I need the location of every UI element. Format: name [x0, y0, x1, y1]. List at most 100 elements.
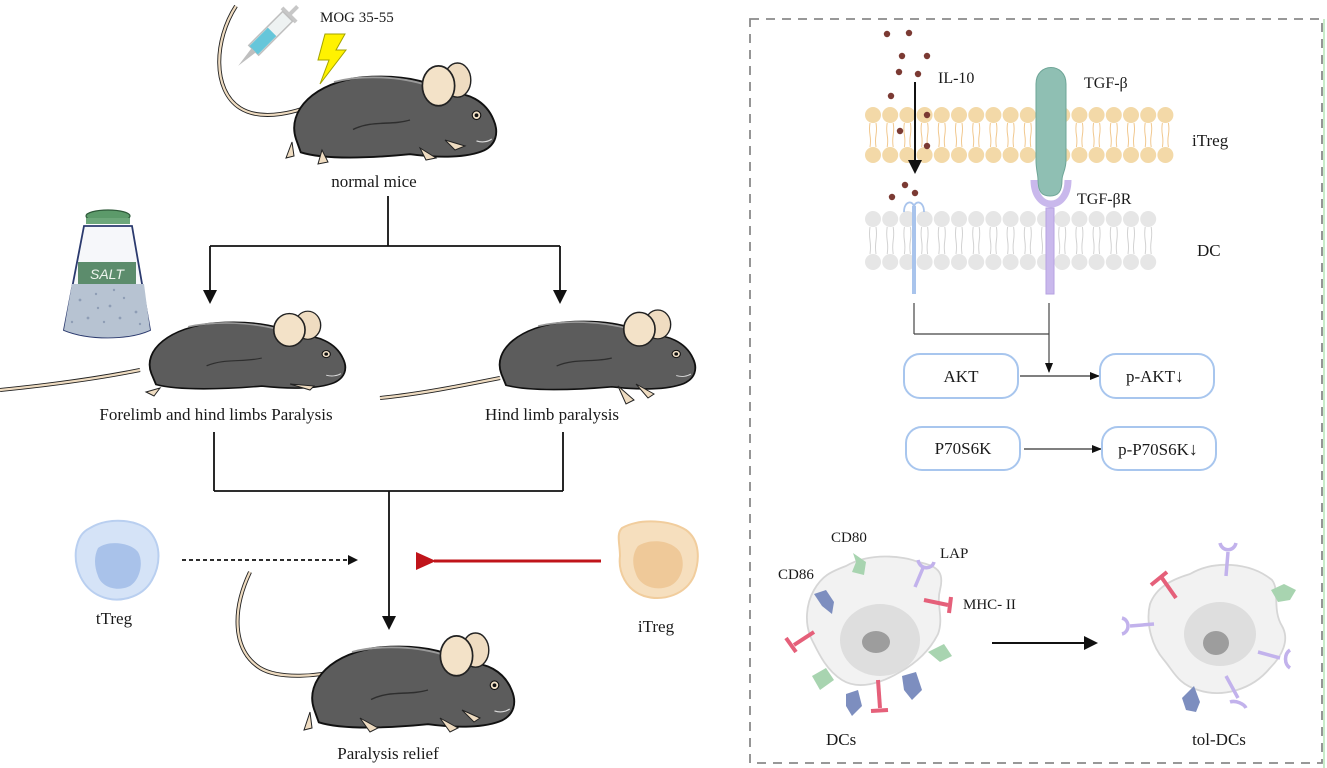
p70s6k-box: [905, 426, 1021, 471]
itreg-cell: [617, 520, 699, 599]
lipid-head: [968, 211, 985, 227]
lap-marker-icon: [1218, 542, 1238, 577]
hindlimb-paralysis-label: Hind limb paralysis: [485, 405, 619, 424]
lightning-icon: [317, 33, 348, 85]
itreg-membrane: [865, 107, 1174, 163]
lipid-head: [865, 107, 881, 123]
lipid-head: [1019, 211, 1036, 227]
lipid-head: [882, 211, 899, 227]
p-akt-box: [1099, 353, 1215, 399]
cd80-marker-icon: [812, 668, 834, 690]
lipid-head: [1071, 147, 1088, 163]
lap-marker-icon: [913, 559, 936, 588]
lipid-tail: [1023, 122, 1032, 148]
lipid-head: [951, 147, 967, 163]
p-p70s6k-box: [1101, 426, 1217, 471]
lipid-head: [1071, 254, 1088, 270]
lipid-head: [899, 211, 916, 227]
lipid-head: [882, 107, 899, 123]
p70s6k-label: P70S6K: [935, 439, 992, 458]
lipid-head: [1140, 147, 1157, 163]
lipid-head: [1105, 147, 1122, 163]
lipid-tail: [886, 226, 895, 255]
lipid-tail: [1092, 226, 1101, 255]
lipid-tail: [972, 226, 981, 255]
mhc2-label: MHC- II: [963, 597, 1016, 613]
lipid-head: [1002, 211, 1019, 227]
lipid-tail: [868, 226, 878, 255]
lipid-head: [865, 147, 881, 163]
lipid-tail: [1144, 122, 1153, 148]
lipid-head: [1002, 254, 1019, 270]
lipid-head: [985, 147, 1002, 163]
lipid-tail: [868, 122, 878, 148]
lipid-head: [1157, 107, 1174, 123]
cd80-marker-icon: [1271, 584, 1296, 602]
right-panel: IL-10 TGF-β iTreg TGF-βR DC AKT p-AKT↓ P…: [749, 18, 1325, 768]
cd80-marker-icon: [928, 644, 952, 662]
lipid-head: [1157, 147, 1174, 163]
pathway-p70s6k: P70S6K p-P70S6K↓: [905, 426, 1217, 471]
mouse-tail: [217, 4, 319, 117]
lipid-head: [968, 107, 985, 123]
lipid-head: [985, 211, 1002, 227]
lipid-head: [899, 107, 916, 123]
syringe-icon: [238, 5, 299, 66]
cd80-label: CD80: [831, 530, 867, 546]
lipid-tail: [1126, 226, 1136, 255]
lap-marker-icon: [1224, 675, 1248, 709]
lipid-head: [916, 254, 933, 270]
lipid-head: [1054, 254, 1071, 270]
lipid-head: [1105, 211, 1122, 227]
lipid-tail: [1006, 122, 1015, 148]
lipid-tail: [1126, 122, 1136, 148]
lipid-head: [1002, 147, 1019, 163]
cd86-marker-icon: [814, 590, 834, 614]
mhc2-marker-icon: [923, 596, 953, 614]
lipid-head: [951, 254, 967, 270]
ttreg-label: tTreg: [96, 609, 133, 628]
lipid-tail: [1023, 226, 1032, 255]
akt-label: AKT: [944, 367, 980, 386]
lipid-head: [968, 254, 985, 270]
itreg-label: iTreg: [638, 617, 675, 636]
il10-receptor: [903, 201, 925, 294]
itreg-membrane-label: iTreg: [1192, 131, 1229, 150]
cd86-marker-icon: [902, 672, 922, 700]
il10-molecules: [883, 29, 931, 201]
lipid-head: [1019, 254, 1036, 270]
tgfb-ligand: [1035, 67, 1067, 197]
dc-membrane-label: DC: [1197, 241, 1221, 260]
normal-mouse: [217, 4, 498, 165]
lipid-head: [1105, 107, 1122, 123]
p-p70s6k-label: p-P70S6K: [1118, 440, 1190, 459]
lipid-tail: [886, 122, 895, 148]
lipid-head: [1071, 211, 1088, 227]
lipid-tail: [954, 122, 964, 148]
cd86-marker-icon: [1182, 686, 1200, 712]
p-akt-down-arrow: ↓: [1175, 366, 1184, 386]
mhc2-marker-icon: [784, 630, 816, 654]
lipid-head: [951, 107, 967, 123]
lipid-tail: [1075, 122, 1084, 148]
dcs-label: DCs: [826, 730, 856, 749]
lipid-head: [916, 147, 933, 163]
lipid-head: [1088, 211, 1105, 227]
lipid-tail: [989, 122, 998, 148]
lipid-tail: [1144, 226, 1153, 255]
tgfbr-label: TGF-βR: [1077, 191, 1132, 208]
p-p70s6k-down-arrow: ↓: [1189, 439, 1198, 459]
lipid-head: [1123, 211, 1139, 227]
lipid-tail: [1161, 122, 1170, 148]
dc-membrane: [865, 211, 1157, 270]
lipid-head: [1088, 107, 1105, 123]
lipid-head: [933, 254, 950, 270]
p-akt-label: p-AKT: [1126, 367, 1176, 386]
lipid-tail: [1075, 226, 1084, 255]
lipid-tail: [1058, 226, 1067, 255]
salt-label: SALT: [90, 266, 125, 282]
injection-label: MOG 35-55: [320, 10, 394, 26]
lipid-head: [1140, 254, 1157, 270]
mechanism-box: [749, 18, 1323, 764]
lipid-tail: [1006, 226, 1015, 255]
